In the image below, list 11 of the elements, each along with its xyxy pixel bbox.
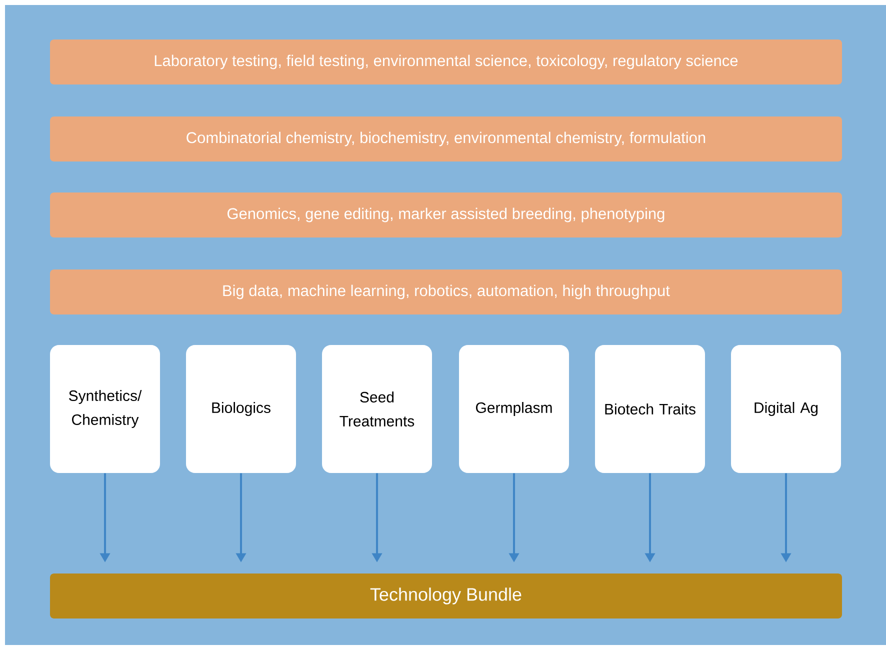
category-box: Biotech Traits (595, 345, 705, 473)
technology-bar: Laboratory testing, field testing, environmental science, toxicology, regulatory science (50, 40, 842, 84)
category-box: Biologics (186, 345, 296, 473)
category-box: Synthetics/ Chemistry (50, 345, 160, 473)
category-box: Digital Ag (731, 345, 841, 473)
technology-bar: Combinatorial chemistry, biochemistry, environmental chemistry, formulation (50, 116, 842, 162)
bundle-bar: Technology Bundle (50, 574, 842, 618)
category-box: Seed Treatments (322, 345, 432, 473)
technology-bar: Genomics, gene editing, marker assisted breeding, phenotyping (50, 192, 842, 238)
category-box: Germplasm (459, 345, 569, 473)
technology-bar: Big data, machine learning, robotics, automation, high throughput (50, 270, 842, 314)
